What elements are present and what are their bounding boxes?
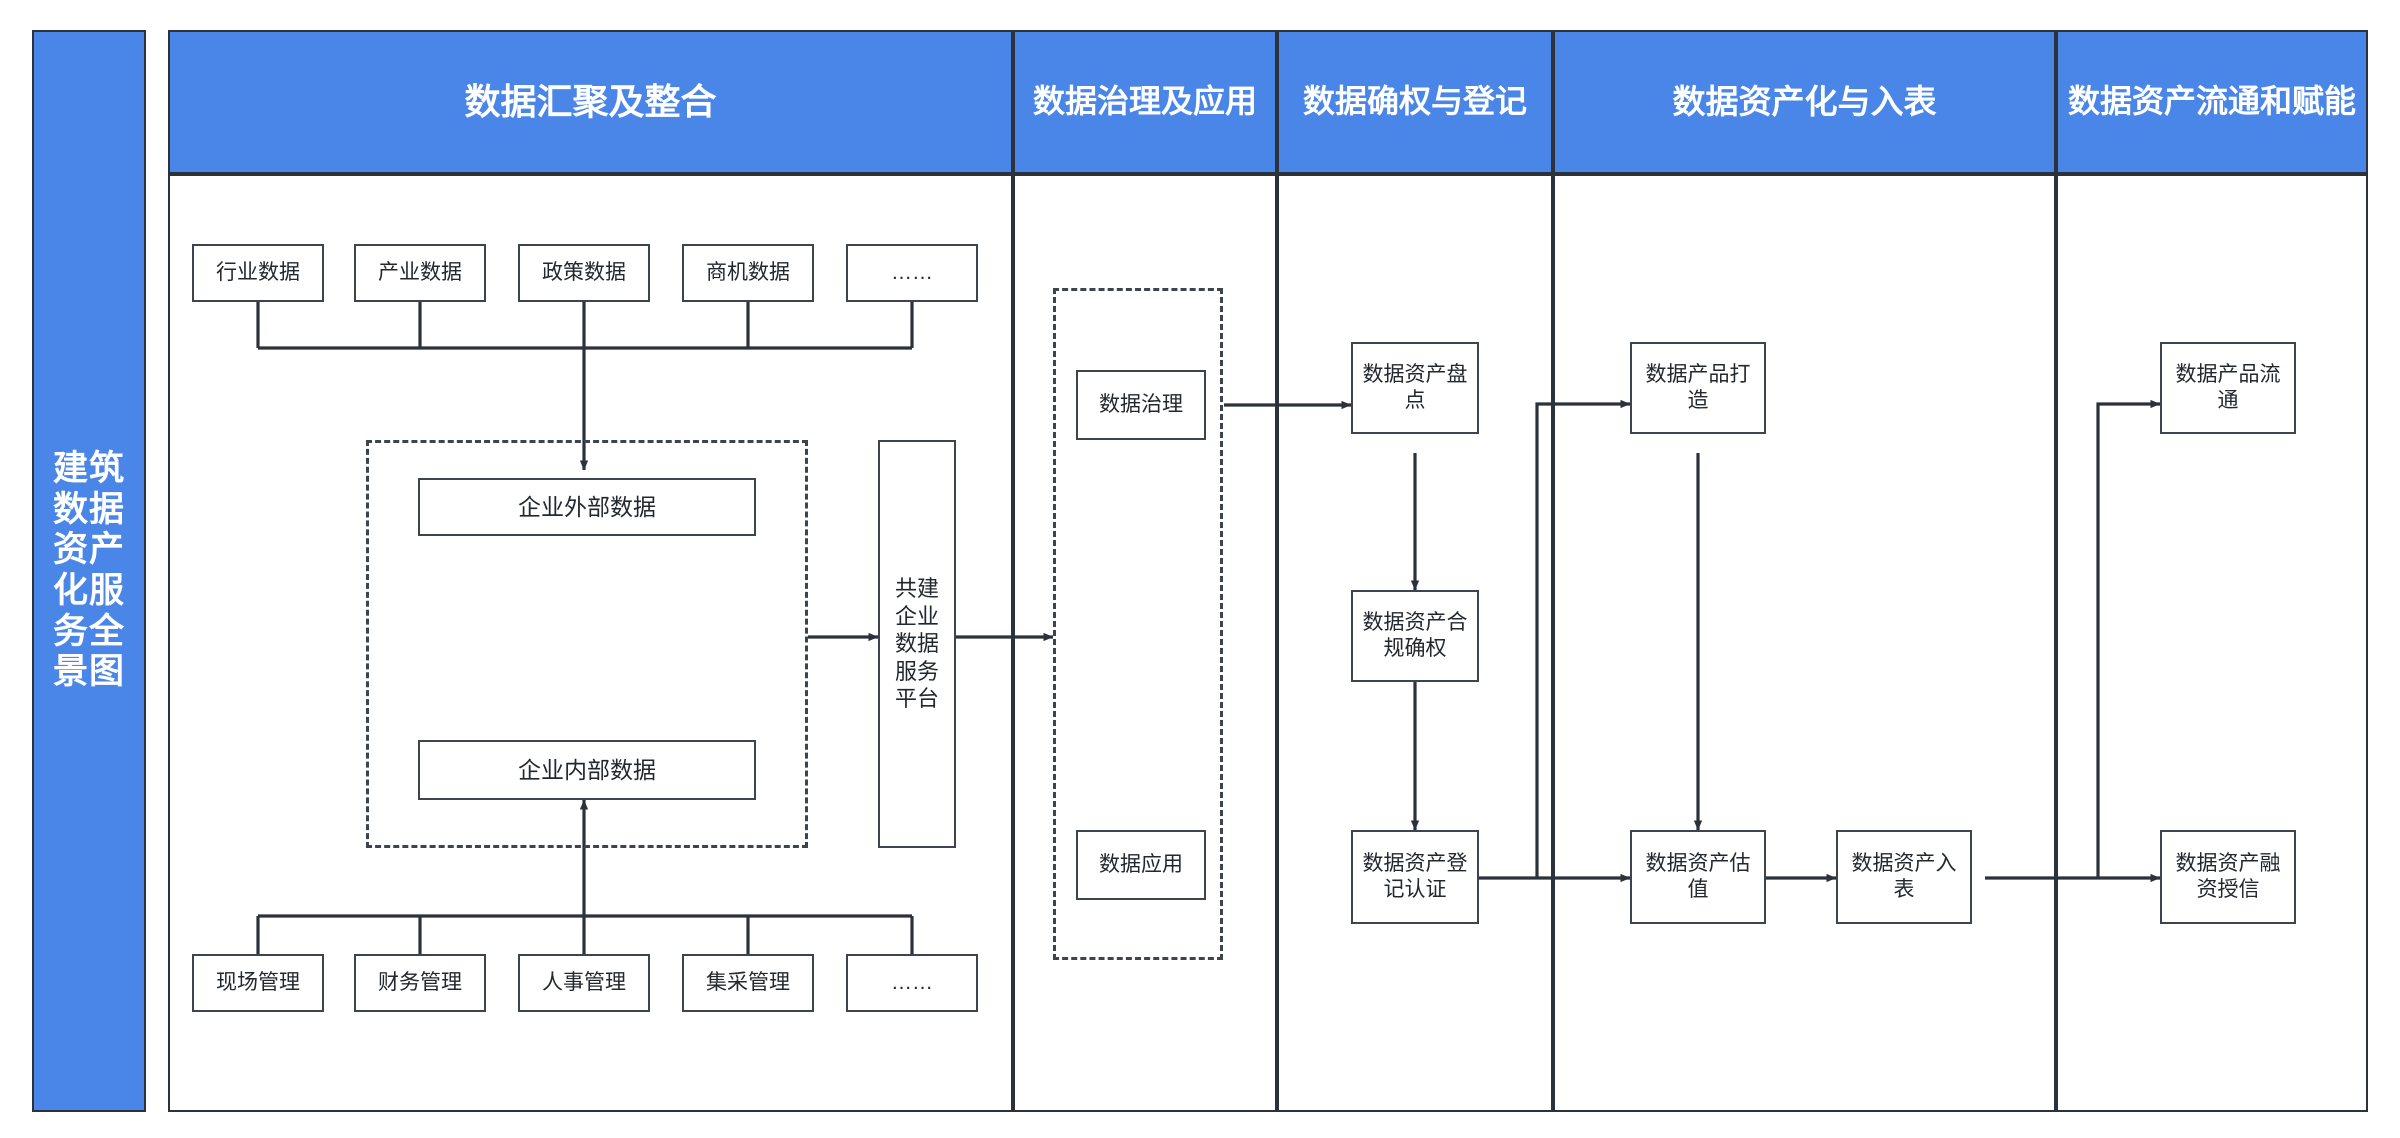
node-label: 数据资产估值 bbox=[1645, 851, 1751, 901]
node-label: 企业外部数据 bbox=[518, 493, 656, 520]
node-label: 数据应用 bbox=[1099, 852, 1183, 876]
column-title: 数据汇聚及整合 bbox=[464, 80, 717, 122]
column-header-aggregation[interactable]: 数据汇聚及整合 bbox=[168, 30, 1013, 174]
source-box-industry[interactable]: 行业数据 bbox=[192, 244, 324, 302]
node-label: 现场管理 bbox=[216, 970, 300, 994]
column-body-governance bbox=[1013, 174, 1277, 1112]
node-data-product-creation[interactable]: 数据产品打造 bbox=[1630, 342, 1766, 434]
node-label: 数据资产盘点 bbox=[1362, 362, 1468, 412]
platform-line: 数据 bbox=[894, 631, 939, 657]
node-asset-registration-certification[interactable]: 数据资产登记认证 bbox=[1351, 830, 1479, 924]
node-label: 商机数据 bbox=[706, 260, 790, 284]
column-title: 数据资产化与入表 bbox=[1672, 82, 1937, 120]
node-asset-inventory[interactable]: 数据资产盘点 bbox=[1351, 342, 1479, 434]
node-asset-on-balance-sheet[interactable]: 数据资产入表 bbox=[1836, 830, 1972, 924]
platform-line: 服务 bbox=[894, 658, 939, 684]
side-banner-line: 务全 bbox=[52, 611, 125, 651]
governance-group bbox=[1053, 288, 1223, 960]
side-banner-text: 建筑 数据 资产 化服 务全 景图 bbox=[53, 449, 125, 693]
node-label: 财务管理 bbox=[378, 970, 462, 994]
node-label: 数据治理 bbox=[1099, 392, 1183, 416]
node-label: 产业数据 bbox=[378, 260, 462, 284]
source-box-finance-management[interactable]: 财务管理 bbox=[354, 954, 486, 1012]
source-box-industry-chain[interactable]: 产业数据 bbox=[354, 244, 486, 302]
side-banner-line: 化服 bbox=[52, 571, 125, 610]
node-label: 企业内部数据 bbox=[518, 756, 656, 783]
source-box-site-management[interactable]: 现场管理 bbox=[192, 954, 324, 1012]
node-label: 行业数据 bbox=[216, 260, 300, 284]
side-banner-line: 数据 bbox=[52, 489, 125, 529]
node-asset-financing-credit[interactable]: 数据资产融资授信 bbox=[2160, 830, 2296, 924]
source-box-more-internal[interactable]: …… bbox=[846, 954, 978, 1012]
column-body-circulation bbox=[2056, 174, 2368, 1112]
node-label: 数据产品流通 bbox=[2175, 362, 2281, 412]
source-box-hr-management[interactable]: 人事管理 bbox=[518, 954, 650, 1012]
column-title: 数据确权与登记 bbox=[1302, 83, 1527, 120]
node-label: 政策数据 bbox=[542, 260, 626, 284]
platform-line: 平台 bbox=[894, 686, 939, 712]
node-label: 数据资产合规确权 bbox=[1362, 610, 1468, 660]
column-header-rights[interactable]: 数据确权与登记 bbox=[1277, 30, 1553, 174]
node-label: 人事管理 bbox=[542, 970, 626, 994]
enterprise-internal-data-box[interactable]: 企业内部数据 bbox=[418, 740, 756, 800]
platform-line: 共建 bbox=[894, 576, 939, 602]
node-label: 数据资产登记认证 bbox=[1362, 851, 1468, 901]
column-title: 数据资产流通和赋能 bbox=[2067, 83, 2356, 120]
node-data-governance[interactable]: 数据治理 bbox=[1076, 370, 1206, 440]
node-label: 数据资产融资授信 bbox=[2175, 851, 2281, 901]
node-label: …… bbox=[891, 970, 933, 994]
column-title: 数据治理及应用 bbox=[1032, 83, 1257, 120]
platform-text: 共建 企业 数据 服务 平台 bbox=[895, 575, 939, 713]
node-label: 数据资产入表 bbox=[1851, 851, 1957, 901]
source-box-procurement-management[interactable]: 集采管理 bbox=[682, 954, 814, 1012]
node-label: …… bbox=[891, 260, 933, 284]
side-banner-line: 建筑 bbox=[52, 449, 125, 489]
platform-line: 企业 bbox=[894, 603, 939, 629]
column-body-assetization bbox=[1553, 174, 2056, 1112]
source-box-policy[interactable]: 政策数据 bbox=[518, 244, 650, 302]
node-asset-compliance-rights[interactable]: 数据资产合规确权 bbox=[1351, 590, 1479, 682]
shared-enterprise-data-platform[interactable]: 共建 企业 数据 服务 平台 bbox=[878, 440, 956, 848]
node-data-application[interactable]: 数据应用 bbox=[1076, 830, 1206, 900]
node-label: 集采管理 bbox=[706, 970, 790, 994]
side-banner-line: 资产 bbox=[52, 530, 125, 570]
node-data-product-circulation[interactable]: 数据产品流通 bbox=[2160, 342, 2296, 434]
source-box-more-external[interactable]: …… bbox=[846, 244, 978, 302]
node-asset-valuation[interactable]: 数据资产估值 bbox=[1630, 830, 1766, 924]
column-header-assetization[interactable]: 数据资产化与入表 bbox=[1553, 30, 2056, 174]
side-banner: 建筑 数据 资产 化服 务全 景图 bbox=[32, 30, 146, 1112]
enterprise-data-group bbox=[366, 440, 808, 848]
enterprise-external-data-box[interactable]: 企业外部数据 bbox=[418, 478, 756, 536]
node-label: 数据产品打造 bbox=[1645, 362, 1751, 412]
source-box-opportunity[interactable]: 商机数据 bbox=[682, 244, 814, 302]
column-header-circulation[interactable]: 数据资产流通和赋能 bbox=[2056, 30, 2368, 174]
side-banner-line: 景图 bbox=[52, 652, 125, 692]
column-header-governance[interactable]: 数据治理及应用 bbox=[1013, 30, 1277, 174]
